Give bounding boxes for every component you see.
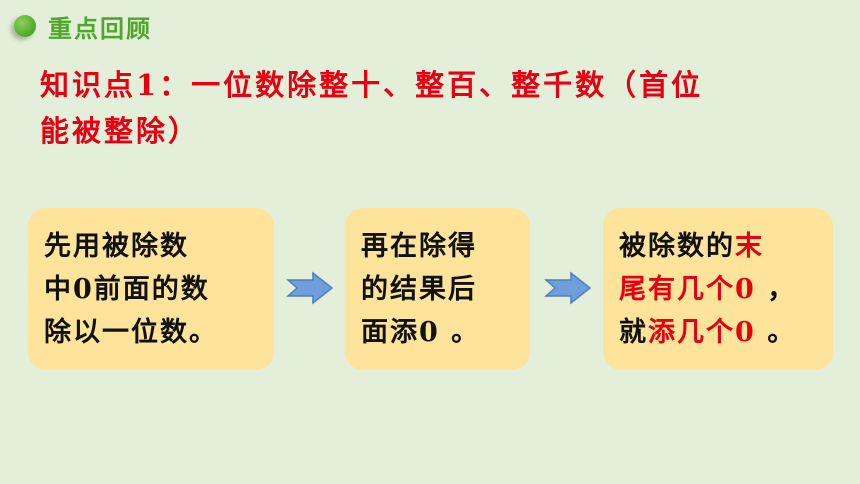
step-3-line-2-text: ， bbox=[755, 274, 797, 305]
step-3-line-3-text-start: 就 bbox=[619, 317, 648, 348]
step-3-line-1-highlight: 末 bbox=[735, 231, 764, 262]
knowledge-point-line-1: 知识点1：一位数除整十、整百、整千数（首位 bbox=[40, 68, 704, 102]
step-2-line-1: 再在除得 bbox=[361, 231, 477, 262]
step-box-2: 再在除得 的结果后 面添0 。 bbox=[345, 208, 530, 370]
right-arrow-icon bbox=[286, 271, 334, 305]
step-3-line-1: 被除数的末 bbox=[619, 225, 833, 268]
step-box-1: 先用被除数 中0前面的数 除以一位数。 bbox=[28, 208, 274, 370]
knowledge-point-line-2: 能被整除） bbox=[40, 114, 201, 148]
step-1-line-1: 先用被除数 bbox=[44, 231, 189, 262]
step-3-line-3-text-end: 。 bbox=[755, 317, 797, 348]
step-1-line-3: 除以一位数。 bbox=[44, 317, 218, 348]
step-3-line-1-text: 被除数的 bbox=[619, 231, 735, 262]
step-3-line-2-highlight: 尾有几个0 bbox=[619, 274, 756, 305]
step-2-line-2: 的结果后 bbox=[361, 274, 477, 305]
step-3-line-3: 就添几个0 。 bbox=[619, 311, 833, 354]
step-3-line-2: 尾有几个0 ， bbox=[619, 268, 833, 311]
right-arrow-icon bbox=[544, 271, 592, 305]
step-1-line-2: 中0前面的数 bbox=[44, 274, 210, 305]
section-header: 重点回顾 bbox=[14, 8, 152, 44]
green-dot-icon bbox=[14, 15, 36, 37]
knowledge-point-title: 知识点1：一位数除整十、整百、整千数（首位 能被整除） bbox=[40, 62, 840, 154]
step-box-3: 被除数的末 尾有几个0 ， 就添几个0 。 bbox=[603, 208, 833, 370]
step-2-line-3: 面添0 。 bbox=[361, 317, 481, 348]
step-3-line-3-highlight: 添几个0 bbox=[648, 317, 756, 348]
section-title: 重点回顾 bbox=[48, 14, 152, 43]
